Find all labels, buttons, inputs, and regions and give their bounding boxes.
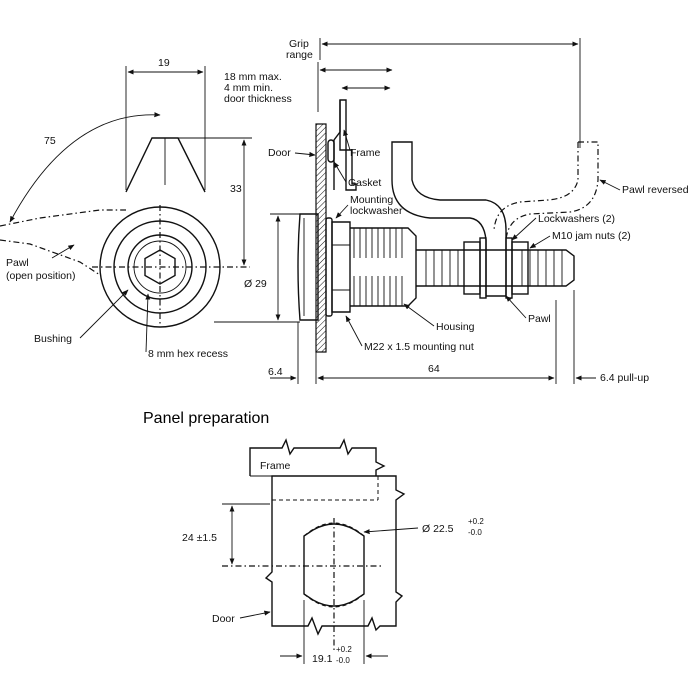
leader bbox=[345, 315, 363, 347]
lockwasher-outer bbox=[505, 237, 513, 299]
dim-29-label: Ø 29 bbox=[244, 278, 267, 290]
leader bbox=[79, 289, 129, 339]
frame-edge bbox=[333, 100, 341, 190]
leader bbox=[599, 179, 621, 191]
dim-24-label: 24 ±1.5 bbox=[182, 532, 217, 544]
leader bbox=[333, 161, 347, 183]
frame-label: Frame bbox=[350, 147, 380, 159]
mounting-nut bbox=[331, 221, 351, 313]
mounting-lockwasher bbox=[325, 217, 333, 317]
pawl-label: Pawl bbox=[528, 313, 551, 325]
pawl-open-label-2: (open position) bbox=[6, 270, 75, 282]
jam-nuts-label: M10 jam nuts (2) bbox=[552, 230, 631, 242]
pawl-open-label-1: Pawl bbox=[6, 257, 29, 269]
pawl-handle bbox=[125, 137, 206, 193]
dim-19-label: 19 bbox=[158, 57, 170, 69]
grip-range-label-1: Grip bbox=[289, 38, 309, 50]
panel-preparation: Panel preparation Frame Door 24 ±1.5 Ø 2… bbox=[143, 410, 484, 665]
leader bbox=[343, 129, 351, 151]
door-label: Door bbox=[268, 147, 291, 159]
dim-dia-label: Ø 22.5 bbox=[422, 523, 454, 535]
dim-64-label: 64 bbox=[428, 363, 440, 375]
gasket-label: Gasket bbox=[348, 177, 381, 189]
cutout-arc-hidden bbox=[303, 593, 365, 608]
panel-door-label: Door bbox=[212, 613, 235, 625]
jam-nut-outer bbox=[511, 241, 529, 295]
leader bbox=[294, 151, 316, 157]
leader bbox=[505, 295, 527, 319]
panel-title: Panel preparation bbox=[143, 410, 269, 427]
lockwasher-inner bbox=[479, 237, 487, 299]
pullup-label: 6.4 pull-up bbox=[600, 372, 649, 384]
panel-frame-label: Frame bbox=[260, 460, 290, 472]
housing-flange bbox=[297, 213, 319, 321]
mounting-nut-label: M22 x 1.5 mounting nut bbox=[364, 341, 474, 353]
lockwashers-label: Lockwashers (2) bbox=[538, 213, 615, 225]
pawl-reversed-outline bbox=[505, 141, 599, 241]
w-tol-bot: -0.0 bbox=[336, 656, 350, 665]
dim-75-label: 75 bbox=[44, 135, 56, 147]
cam-shaft bbox=[416, 249, 575, 287]
hex-recess bbox=[144, 249, 176, 285]
pawl-reversed-label: Pawl reversed bbox=[622, 184, 689, 196]
mounting-lockwasher-1: Mounting bbox=[350, 194, 393, 206]
leader bbox=[239, 610, 271, 619]
dimension-arc-75 bbox=[9, 112, 161, 223]
pawl-open-outline bbox=[0, 239, 101, 276]
shaft-threads bbox=[425, 250, 563, 286]
pawl-reversed-outline bbox=[493, 142, 579, 231]
dia-tol-bot: -0.0 bbox=[468, 528, 482, 537]
w-tol-top: +0.2 bbox=[336, 645, 352, 654]
pawl-open-outline bbox=[0, 209, 126, 227]
dia-tol-top: +0.2 bbox=[468, 517, 484, 526]
gasket bbox=[327, 139, 335, 163]
bushing-label: Bushing bbox=[34, 333, 72, 345]
door-thickness-3: door thickness bbox=[224, 93, 292, 105]
hex-recess-label: 8 mm hex recess bbox=[148, 348, 228, 360]
door-thickness-2: 4 mm min. bbox=[224, 82, 273, 94]
mounting-lockwasher-2: lockwasher bbox=[350, 205, 403, 217]
cutout-arc-hidden bbox=[303, 522, 365, 537]
housing-threads bbox=[353, 228, 403, 306]
front-view: 19 75 33 Pawl (open position) Bushing 8 … bbox=[0, 57, 252, 360]
dim-6-4-label: 6.4 bbox=[268, 366, 283, 378]
frame-outline bbox=[249, 438, 386, 476]
panel-cutout bbox=[303, 523, 365, 607]
door-outline bbox=[264, 475, 406, 636]
side-view: Grip range 18 mm max. 4 mm min. door thi… bbox=[214, 38, 689, 384]
leader bbox=[529, 235, 551, 249]
grip-range-label-2: range bbox=[286, 49, 313, 61]
pawl-body bbox=[391, 141, 507, 297]
housing-label: Housing bbox=[436, 321, 475, 333]
dim-19-1-label: 19.1 bbox=[312, 653, 333, 665]
leader bbox=[511, 217, 537, 241]
door-thickness-1: 18 mm max. bbox=[224, 71, 282, 83]
leader bbox=[403, 303, 435, 327]
housing-thread-body bbox=[350, 227, 417, 307]
leader bbox=[335, 204, 349, 219]
dim-33-label: 33 bbox=[230, 183, 242, 195]
frame-profile bbox=[339, 99, 357, 191]
leader bbox=[363, 527, 419, 535]
leader bbox=[145, 293, 151, 353]
leader bbox=[51, 244, 75, 259]
